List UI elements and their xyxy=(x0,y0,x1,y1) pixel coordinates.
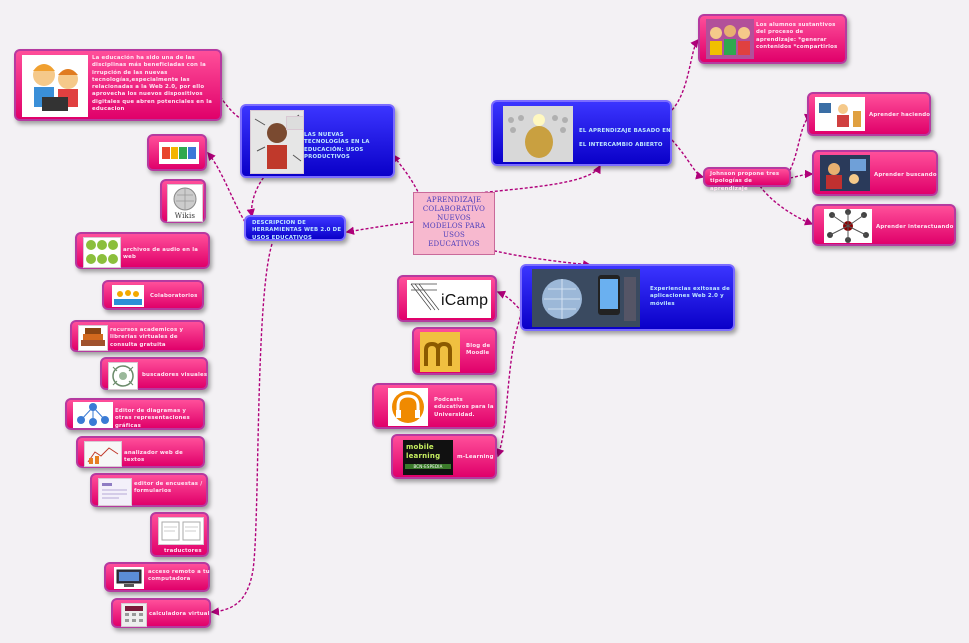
link-desc-calc xyxy=(210,243,273,616)
tool-audio[interactable]: archivos de audio en la web xyxy=(75,232,210,269)
link-center-aprendizaje xyxy=(469,164,601,195)
link-aprendizaje-alumnos xyxy=(671,38,699,111)
tool-acceso-remoto[interactable]: acceso remoto a tu computadora xyxy=(104,562,210,592)
icamp-logo-icon: iCamp xyxy=(407,280,491,318)
visual-search-icon xyxy=(108,362,138,390)
tool-label: analizador web de textos xyxy=(124,450,183,464)
example-icamp[interactable]: iCamp xyxy=(397,275,497,322)
link-johnson-buscando xyxy=(789,169,814,179)
tool-wikipedia[interactable]: Wikis xyxy=(160,179,206,223)
moodle-logo-icon xyxy=(420,332,460,372)
tool-label: calculadora virtual xyxy=(149,611,210,617)
blog-logo-icon xyxy=(159,142,199,164)
link-aprendizaje-johnson xyxy=(671,139,705,180)
mobile-learning-logo-icon: mobile learning BCN-ESPEDIA xyxy=(403,440,453,475)
example-moodle[interactable]: Blog de Moodle xyxy=(412,327,497,375)
center-line: APRENDIZAJE xyxy=(426,196,482,204)
tool-label: Colaboratorios xyxy=(150,293,198,299)
aprendizaje-line1: EL APRENDIZAJE BASADO EN xyxy=(579,128,671,134)
aprender-interactuando-node[interactable]: Aprender interactuando xyxy=(812,204,956,246)
podcast-icon xyxy=(388,388,428,426)
aprender-haciendo-node[interactable]: Aprender haciendo xyxy=(807,92,931,136)
alumnos-note-text: Los alumnos sustantivos del proceso de a… xyxy=(756,22,838,50)
aprendizaje-line2: EL INTERCAMBIO ABIERTO xyxy=(579,142,663,148)
kids-laptop-image xyxy=(22,55,88,117)
link-center-descripcion xyxy=(345,221,414,235)
tool-label: archivos de audio en la web xyxy=(123,247,199,261)
tool-traductores[interactable]: traductores xyxy=(150,512,209,557)
tool-encuestas[interactable]: editor de encuestas / formularios xyxy=(90,473,208,507)
tool-label: traductores xyxy=(164,548,202,554)
mlearning-logo-line3: BCN-ESPEDIA xyxy=(405,464,451,470)
remote-computer-icon xyxy=(114,567,144,589)
mlearning-logo-line1: mobile xyxy=(406,443,434,451)
aprender-buscando-node[interactable]: Aprender buscando xyxy=(812,150,938,196)
audio-icon xyxy=(83,237,121,268)
descripcion-node[interactable]: DESCRIPCION DE HERRAMIENTAS WEB 2.0 DE U… xyxy=(244,215,346,241)
girl-tech-image xyxy=(250,110,304,174)
link-exp-icamp xyxy=(496,290,523,313)
books-icon xyxy=(78,325,108,351)
tool-recursos[interactable]: recursos academicos y librerias virtuale… xyxy=(70,320,205,352)
icamp-logo-text: iCamp xyxy=(441,292,489,309)
center-node[interactable]: APRENDIZAJE COLABORATIVO NUEVOS MODELOS … xyxy=(413,192,495,255)
link-desc-blog xyxy=(207,151,246,223)
example-mlearning[interactable]: mobile learning BCN-ESPEDIA m-Learning xyxy=(391,434,497,479)
experiencias-title: Experiencias exitosas de aplicaciones We… xyxy=(650,286,730,307)
tool-colaboratorios[interactable]: Colaboratorios xyxy=(102,280,204,310)
educacion-note-text: La educación ha sido una de las discipli… xyxy=(92,55,213,113)
example-podcasts[interactable]: Podcasts educativos para la Universidad. xyxy=(372,383,497,429)
experiencias-node[interactable]: Experiencias exitosas de aplicaciones We… xyxy=(520,264,735,331)
svg-text:Wikis: Wikis xyxy=(175,212,196,220)
alumnos-note-node[interactable]: Los alumnos sustantivos del proceso de a… xyxy=(698,14,847,64)
example-label: Blog de Moodle xyxy=(466,343,491,357)
center-line: EDUCATIVOS xyxy=(428,239,480,248)
form-icon xyxy=(98,478,132,506)
classroom-icon xyxy=(815,97,865,131)
tech-icon xyxy=(286,116,304,130)
tool-label: recursos academicos y librerias virtuale… xyxy=(110,327,184,348)
aprendizaje-basado-node[interactable]: EL APRENDIZAJE BASADO EN EL INTERCAMBIO … xyxy=(491,100,672,166)
tool-analizador[interactable]: analizador web de textos xyxy=(76,436,205,468)
example-label: m-Learning xyxy=(457,454,494,460)
text-analyzer-icon xyxy=(84,441,122,467)
center-line: NUEVOS xyxy=(437,213,471,222)
collaboration-icon xyxy=(112,285,144,307)
center-line: MODELOS PARA xyxy=(422,222,486,231)
educacion-note-node[interactable]: La educación ha sido una de las discipli… xyxy=(14,49,222,121)
link-center-nuevas xyxy=(392,153,421,197)
tool-diagramas[interactable]: Editor de diagramas y otras representaci… xyxy=(65,398,205,430)
link-exp-mlearning xyxy=(496,311,523,458)
tool-label: Editor de diagramas y otras representaci… xyxy=(115,408,190,429)
mlearning-logo-line2: learning xyxy=(406,452,441,460)
aprender-label: Aprender interactuando xyxy=(876,224,954,230)
example-label: Podcasts educativos para la Universidad. xyxy=(434,397,494,418)
searching-icon xyxy=(820,155,870,191)
translator-icon xyxy=(158,517,204,545)
center-line: COLABORATIVO xyxy=(422,204,486,213)
tool-label: editor de encuestas / formularios xyxy=(134,481,203,495)
johnson-node[interactable]: Johnson propone tres tipologías de apren… xyxy=(703,167,791,192)
mobile-globe-image xyxy=(532,269,640,327)
nuevas-tecnologias-title: LAS NUEVAS TECNOLOGÍAS EN LA EDUCACIÓN: … xyxy=(304,132,370,160)
descripcion-title: DESCRIPCION DE HERRAMIENTAS WEB 2.0 DE U… xyxy=(252,220,342,241)
aprender-label: Aprender buscando xyxy=(874,172,937,178)
tool-label: acceso remoto a tu computadora xyxy=(148,569,210,583)
aprender-label: Aprender haciendo xyxy=(869,112,931,118)
tool-calculadora[interactable]: calculadora virtual xyxy=(111,598,211,628)
calculator-icon xyxy=(121,603,147,627)
nuevas-tecnologias-node[interactable]: LAS NUEVAS TECNOLOGÍAS EN LA EDUCACIÓN: … xyxy=(240,104,395,178)
tool-label: buscadores visuales xyxy=(142,372,208,378)
wikipedia-logo-icon: Wikis xyxy=(167,184,203,222)
johnson-text: Johnson propone tres tipologías de apren… xyxy=(710,171,780,192)
diagram-icon xyxy=(73,402,113,428)
head-ideas-image xyxy=(503,106,573,162)
tool-buscadores[interactable]: buscadores visuales xyxy=(100,357,208,390)
students-image xyxy=(706,19,754,59)
tool-blog[interactable] xyxy=(147,134,207,171)
network-icon xyxy=(824,209,872,243)
link-johnson-interactuando xyxy=(759,185,814,226)
center-line: USOS xyxy=(442,231,466,239)
